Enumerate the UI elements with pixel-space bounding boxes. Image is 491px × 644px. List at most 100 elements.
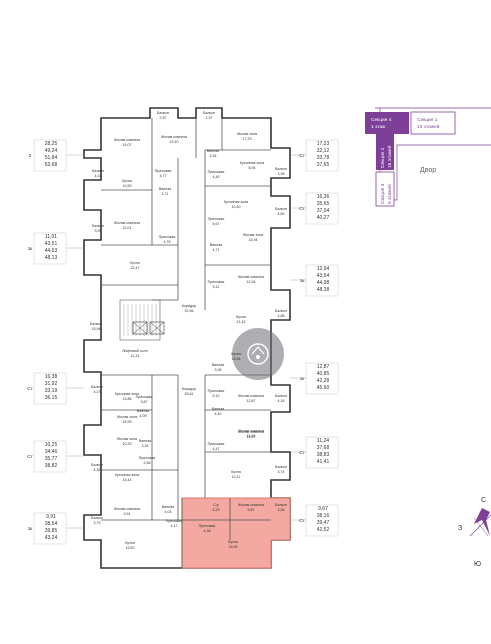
room-name-kuhnya_zona_tr: Кухонная зона — [240, 161, 264, 165]
unit-area-3: 48,38 — [317, 287, 330, 293]
room-name-balcony_top_l: Балкон — [157, 111, 169, 115]
unit-area-2: 44,98 — [317, 280, 330, 286]
minimap-section-2[interactable] — [376, 134, 394, 170]
room-name-balkon_sel: Балкон — [275, 503, 287, 507]
unit-area-0: 9,67 — [318, 506, 328, 512]
room-area-zhilaya_zona_l4: 10,25 — [123, 442, 132, 446]
room-name-balkon_l6: Балкон — [91, 516, 103, 520]
room-area-kuhnya_sel: 15,94 — [229, 545, 238, 549]
room-area-vannaya_m4: 4,40 — [215, 412, 222, 416]
unit-area-3: 48,13 — [45, 255, 58, 261]
selected-apartment[interactable] — [181, 497, 291, 569]
unit-card-box — [305, 264, 339, 297]
room-area-lift: 11,31 — [131, 354, 140, 358]
room-name-balkon_l5: Балкон — [91, 463, 103, 467]
room-area-balkon_sel: 3,06 — [278, 508, 285, 512]
unit-area-1: 31,92 — [45, 381, 58, 387]
room-area-prihozh_m1: 4,45 — [213, 175, 220, 179]
room-name-zhilaya_zona_r2: Жилая зона — [243, 233, 263, 237]
unit-type: 1к — [28, 246, 34, 251]
unit-area-0: 28,25 — [45, 141, 58, 147]
room-area-prihozh_sel: 4,38 — [204, 529, 211, 533]
minimap-section-4-label: Секция 4 — [371, 117, 392, 123]
room-area-zhilaya_r3: 12,94 — [247, 280, 256, 284]
minimap-section-2-label: Секция 2 — [380, 147, 386, 168]
unit-area-0: 11,01 — [45, 234, 57, 240]
unit-type: Ст — [27, 386, 33, 391]
room-name-kuhnya_r6: Кухня — [231, 470, 241, 474]
room-name-koridor2: Коридор — [182, 387, 196, 391]
unit-card-box — [305, 192, 339, 225]
tour-360-hotspot[interactable] — [232, 328, 284, 380]
room-name-vannaya_l4: Ванная — [139, 439, 151, 443]
unit-area-2: 39,47 — [317, 520, 330, 526]
unit-card-box — [33, 139, 67, 172]
unit-type: 1к — [300, 376, 306, 381]
compass: С З Ю — [458, 497, 491, 568]
room-name-prihozh_m1: Прихожая — [208, 170, 225, 174]
room-area-vannaya_r2: 4,71 — [213, 248, 220, 252]
unit-area-2: 51,84 — [45, 155, 58, 161]
room-area-zhilaya_tm: 13,10 — [170, 140, 179, 144]
room-area-kuhnya_zona_r2: 10,50 — [232, 205, 241, 209]
room-name-prihozh_sel: Прихожая — [199, 524, 216, 528]
room-area-balkon_r4: 4,16 — [278, 399, 285, 403]
minimap-section-1[interactable] — [410, 111, 456, 135]
room-name-prihozh_r3: Прихожая — [208, 280, 225, 284]
room-area-vannaya_l3: 4,09 — [140, 414, 147, 418]
room-name-zhilaya_r4: Жилая комната — [238, 394, 264, 398]
room-area-balkon_l1: 4,18 — [95, 174, 102, 178]
room-name-balkon_r1: Балкон — [275, 167, 287, 171]
room-name-vannaya_l6: Ванная — [162, 505, 174, 509]
unit-card-box — [33, 440, 67, 473]
room-name-kuhnya_zona_r2: Кухонная зона — [224, 200, 248, 204]
room-area-balkon_l3: 15,94 — [92, 327, 101, 331]
room-name-vannaya_tl: Ванная — [159, 187, 171, 191]
room-name-prihozh_l4: Прихожая — [139, 456, 156, 460]
room-area-kuhnya_zona_l3: 13,86 — [123, 397, 132, 401]
room-area-vannaya_tr: 3,34 — [210, 154, 217, 158]
unit-area-2: 38,83 — [317, 452, 330, 458]
room-area-balkon_l6: 3,79 — [94, 521, 101, 525]
minimap-section-4[interactable] — [365, 112, 409, 134]
room-area-zhilaya_zona_r2: 15,94 — [249, 238, 258, 242]
unit-card-box — [33, 232, 67, 265]
room-area-prihozh_m4: 5,10 — [213, 394, 220, 398]
unit-area-3: 43,24 — [45, 535, 58, 541]
compass-south: Ю — [474, 561, 481, 568]
room-area-balkon_l2: 3,99 — [95, 229, 102, 233]
room-name-balkon_r2: Балкон — [275, 207, 287, 211]
room-area-balkon_l5: 4,36 — [94, 468, 101, 472]
room-name-zhilaya_l2: Жилая комната — [114, 221, 140, 225]
room-name-kuhnya_l1: Кухня — [122, 179, 132, 183]
room-area-balcony_top_l: 2,57 — [160, 116, 167, 120]
unit-area-0: 16,38 — [45, 374, 58, 380]
unit-area-3: 41,41 — [317, 459, 330, 465]
minimap-section-1-label: Секция 1 — [417, 117, 438, 123]
unit-area-1: 37,68 — [317, 445, 330, 451]
room-area-zhilaya_zona_l3: 15,99 — [123, 420, 132, 424]
unit-area-3: 53,68 — [45, 162, 58, 168]
room-area-balcony_top_r: 2,37 — [206, 116, 213, 120]
room-name-zhilaya_r5: Жилая комната — [238, 430, 264, 434]
unit-area-2: 37,04 — [317, 208, 330, 214]
minimap-section-3[interactable] — [375, 171, 395, 207]
room-name-zhilaya_tl: Жилая комната — [114, 138, 140, 142]
room-area-zhilaya_sel: 9,67 — [248, 508, 255, 512]
room-name-vannaya_sel: С/у — [213, 503, 219, 507]
room-area-vannaya_tl: 3,71 — [162, 192, 169, 196]
unit-area-1: 32,12 — [317, 148, 330, 154]
unit-area-0: 12,94 — [317, 266, 330, 272]
